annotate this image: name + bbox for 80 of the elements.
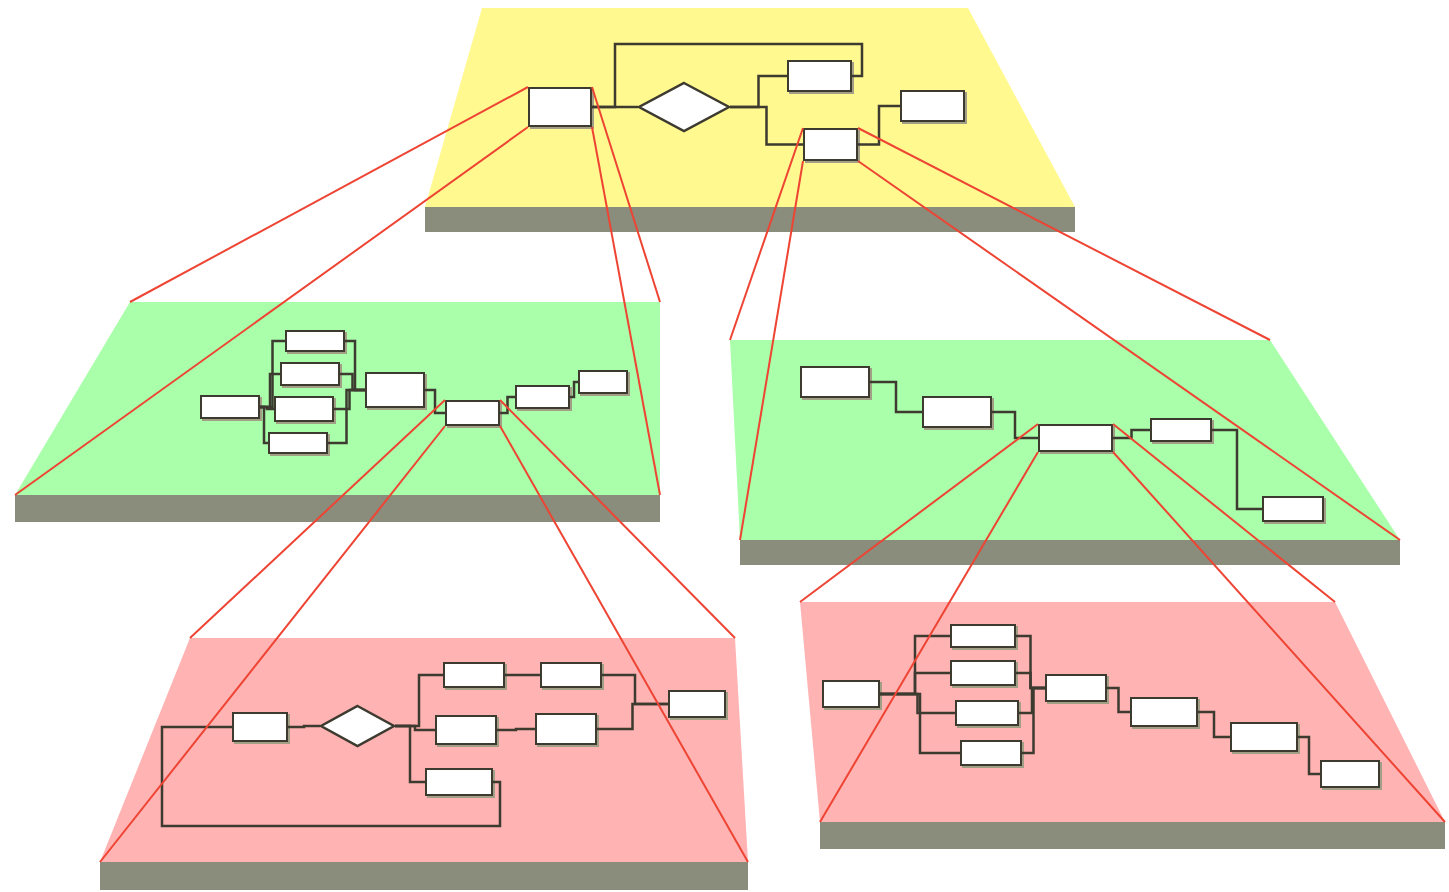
connector-line	[1298, 735, 1320, 776]
process-box	[200, 395, 260, 419]
process-box	[515, 385, 570, 409]
projection-line	[14, 126, 529, 496]
connector-line	[570, 380, 578, 399]
projection-line	[99, 425, 446, 863]
process-box	[1130, 697, 1198, 727]
process-box	[955, 700, 1019, 726]
process-box	[668, 690, 726, 718]
process-box	[1262, 496, 1324, 522]
process-box	[274, 396, 334, 422]
process-box	[950, 660, 1016, 686]
decision-diamond	[638, 82, 730, 132]
connector-line	[395, 724, 425, 784]
connector-line	[992, 410, 1038, 440]
process-box	[1230, 722, 1298, 752]
projection-line	[1112, 451, 1446, 823]
process-box	[1150, 418, 1212, 442]
connector-line	[870, 380, 922, 414]
connector-line	[1107, 686, 1130, 714]
connector-line	[500, 395, 515, 415]
layer-plane	[425, 8, 1075, 232]
process-box	[950, 624, 1016, 648]
connector-line	[160, 725, 502, 828]
process-box	[540, 662, 602, 688]
projection-line	[129, 86, 529, 303]
connector-line	[425, 388, 445, 415]
process-box	[232, 712, 288, 742]
connector-line	[497, 727, 535, 732]
connector-line	[1113, 428, 1150, 440]
projection-line	[739, 160, 804, 541]
connector-line	[597, 702, 668, 731]
process-box	[365, 372, 425, 408]
process-box	[900, 90, 965, 122]
process-box	[435, 715, 497, 745]
process-box	[443, 662, 505, 688]
process-box	[280, 362, 340, 386]
process-box	[800, 366, 870, 398]
connector-line	[288, 724, 320, 729]
process-box	[822, 680, 880, 708]
projection-line	[819, 451, 1039, 823]
process-box	[285, 330, 345, 352]
projection-line	[799, 423, 1039, 603]
projection-line	[857, 127, 1271, 341]
process-box	[960, 740, 1022, 766]
process-box	[803, 128, 858, 161]
projection-line	[1112, 423, 1336, 603]
process-box	[1045, 674, 1107, 702]
connector-line	[1212, 428, 1262, 511]
projection-line	[499, 425, 749, 863]
projection-line	[591, 126, 661, 496]
connector-line	[260, 405, 268, 445]
layer-plane	[730, 340, 1400, 565]
process-box	[268, 432, 328, 454]
layer-plane	[100, 638, 748, 890]
connector-line	[730, 105, 803, 146]
decision-diamond	[320, 705, 395, 747]
projection-line	[499, 399, 736, 639]
layer-plane	[800, 602, 1445, 849]
projection-line	[857, 160, 1401, 541]
connector-line	[1198, 710, 1230, 739]
projection-line	[729, 127, 804, 341]
connector-line	[505, 673, 540, 677]
process-box	[922, 396, 992, 428]
process-box	[445, 400, 500, 426]
process-box	[528, 87, 592, 127]
connector-line	[328, 388, 365, 445]
projection-line	[591, 86, 661, 303]
connector-line	[858, 104, 900, 146]
process-box	[787, 60, 852, 92]
process-box	[535, 713, 597, 745]
connector-line	[1022, 686, 1045, 755]
process-box	[1038, 424, 1113, 452]
process-box	[425, 768, 493, 796]
connector-line	[592, 42, 864, 109]
process-box	[578, 370, 628, 394]
process-box	[1320, 760, 1380, 788]
projection-line	[189, 399, 446, 639]
layer-plane	[15, 302, 660, 522]
connector-line	[880, 692, 960, 755]
